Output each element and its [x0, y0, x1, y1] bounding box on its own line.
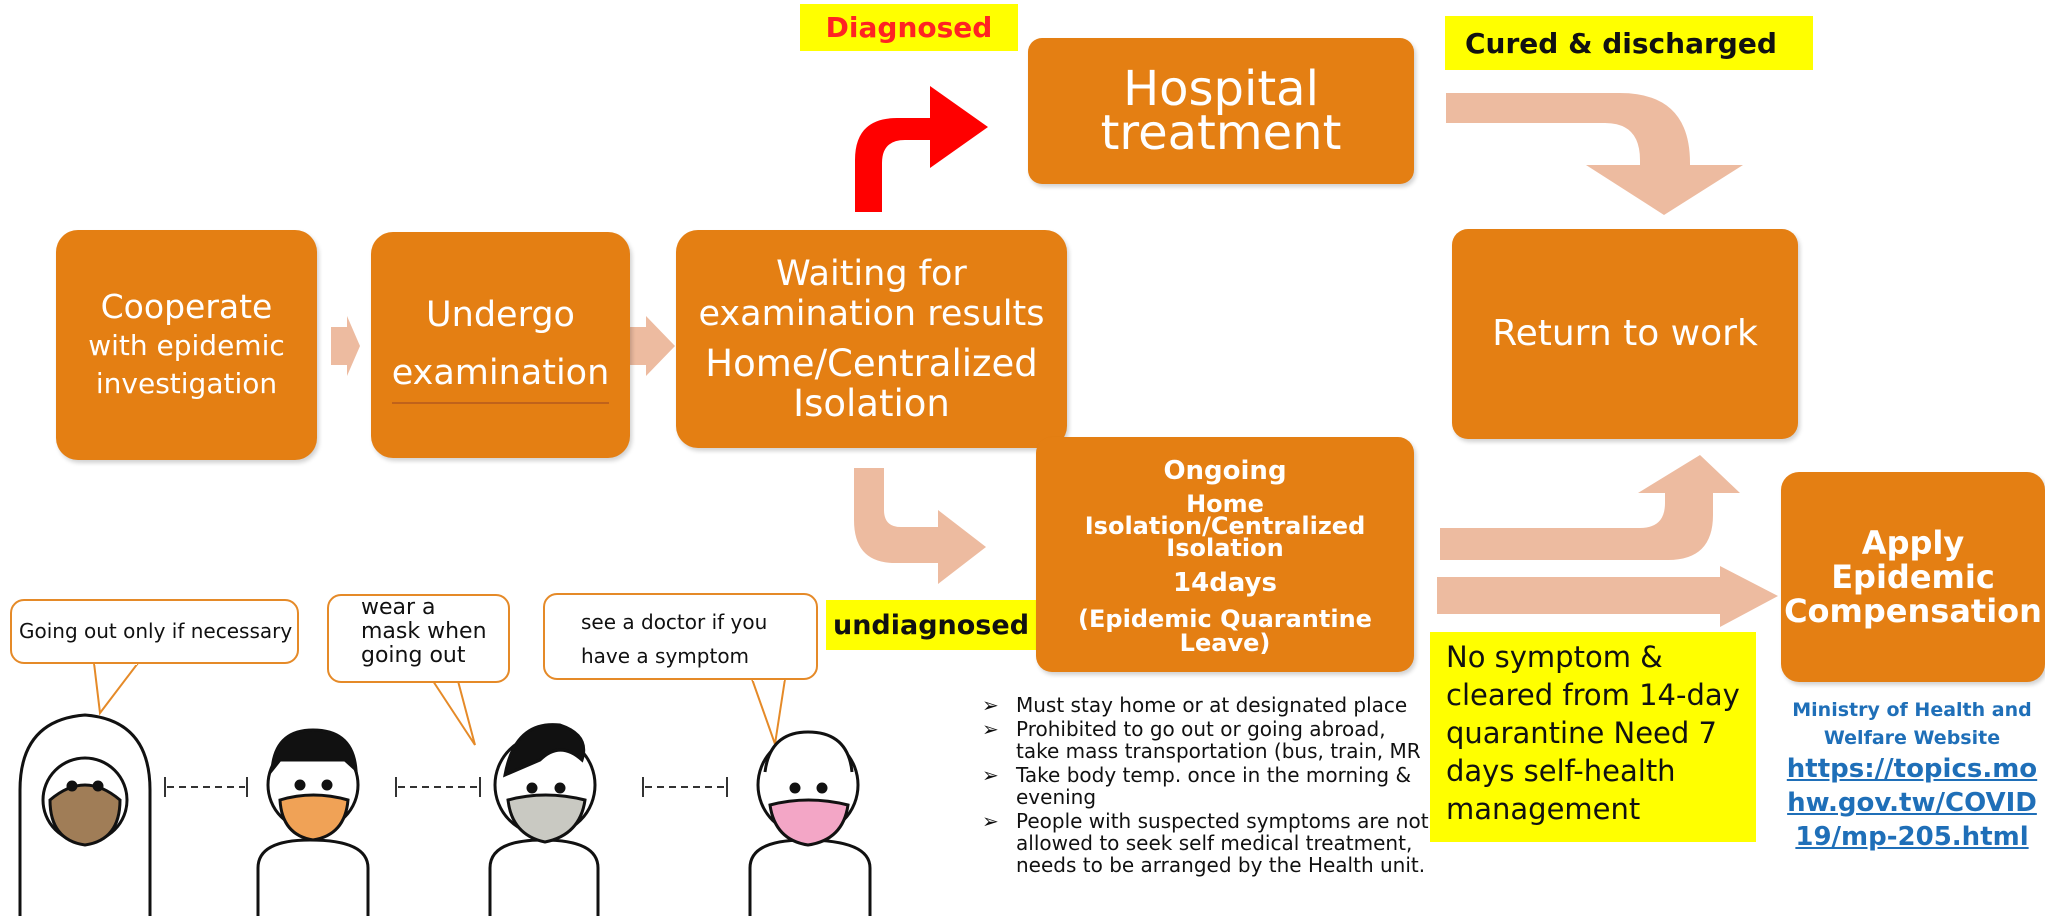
ongoing-line6: (Epidemic Quarantine [1078, 604, 1372, 633]
undergo-box: Undergo examination [371, 232, 630, 458]
cooperate-line1: Cooperate [100, 287, 273, 326]
arrow-cooperate-to-undergo [331, 316, 360, 376]
bullet-arrow-icon: ➢ [982, 763, 999, 787]
arrow-diagnosed [855, 86, 988, 212]
bullet-arrow-icon: ➢ [982, 809, 999, 833]
compensation-line3: Compensation [1784, 592, 2042, 630]
symptom-note: No symptom & cleared from 14-day quarant… [1430, 632, 1756, 842]
arrow-waiting-to-ongoing [854, 468, 986, 584]
rule-item: ➢ Prohibited to go out or going abroad, t… [980, 718, 1435, 762]
compensation-box: Apply Epidemic Compensation [1781, 472, 2045, 682]
person-pink-mask-icon [748, 730, 872, 916]
rule-item: ➢ Must stay home or at designated place [980, 694, 1435, 716]
return-line1: Return to work [1492, 313, 1758, 354]
bubble-wear-mask: wear a mask when going out [327, 594, 510, 683]
waiting-line1: Waiting for [776, 254, 967, 294]
bubble-doctor-line1: see a doctor if you [581, 610, 768, 634]
undergo-line1: Undergo [426, 295, 575, 335]
arrow-ongoing-to-return [1440, 455, 1740, 560]
cooperate-line3: investigation [95, 367, 278, 400]
person-short-hair-icon [256, 728, 370, 916]
person-side-hair-icon [488, 723, 600, 916]
hospital-line2: treatment [1100, 105, 1342, 161]
rule-text: Take body temp. once in the morning & ev… [1016, 763, 1412, 809]
waiting-line3: Home/Centralized [705, 342, 1038, 385]
ongoing-line3: Isolation/Centralized [1084, 511, 1366, 540]
ongoing-line2: Home [1186, 489, 1264, 518]
undergo-line2: examination [391, 344, 610, 404]
cooperate-box: Cooperate with epidemic investigation [56, 230, 317, 460]
diagnosed-label: Diagnosed [800, 4, 1018, 51]
rule-text: People with suspected symptoms are not a… [1016, 809, 1429, 877]
rule-item: ➢ People with suspected symptoms are not … [980, 810, 1435, 876]
ongoing-line1: Ongoing [1163, 455, 1287, 486]
quarantine-rules-list: ➢ Must stay home or at designated place ➢… [980, 694, 1435, 878]
bullet-arrow-icon: ➢ [982, 693, 999, 717]
hospital-line1: Hospital [1123, 61, 1319, 117]
undiagnosed-label: undiagnosed [826, 600, 1036, 650]
ongoing-line7: Leave) [1179, 628, 1271, 657]
ministry-link-line1: https://topics.mo [1786, 754, 2038, 784]
rule-text: Must stay home or at designated place [1016, 693, 1408, 717]
compensation-line1: Apply [1861, 524, 1965, 562]
rule-text: Prohibited to go out or going abroad, ta… [1016, 717, 1421, 763]
waiting-line4: Isolation [793, 382, 950, 425]
bubble-tails [93, 662, 786, 746]
bullet-arrow-icon: ➢ [982, 717, 999, 741]
waiting-line2: examination results [698, 294, 1045, 334]
ministry-name: Ministry of Health and Welfare Website [1792, 699, 2032, 749]
bubble-see-doctor: see a doctor if you have a symptom [543, 593, 818, 680]
return-to-work-box: Return to work [1452, 229, 1798, 439]
hospital-treatment-box: Hospital treatment [1028, 38, 1414, 184]
rule-item: ➢ Take body temp. once in the morning & e… [980, 764, 1435, 808]
cooperate-line2: with epidemic [88, 329, 285, 362]
ministry-link-line3: 19/mp-205.html [1795, 822, 2029, 852]
ministry-link-line2: hw.gov.tw/COVID [1787, 788, 2037, 818]
bubble-doctor-line2: have a symptom [581, 644, 750, 668]
compensation-line2: Epidemic [1831, 558, 1995, 596]
ministry-link[interactable]: https://topics.mo hw.gov.tw/COVID 19/mp-… [1782, 752, 2042, 854]
arrow-ongoing-to-compensation [1437, 566, 1778, 627]
waiting-box: Waiting for examination results Home/Cen… [676, 230, 1067, 448]
bubble-going-out: Going out only if necessary [10, 599, 299, 664]
ongoing-line4: Isolation [1166, 533, 1284, 562]
ongoing-isolation-box: Ongoing Home Isolation/Centralized Isola… [1036, 437, 1414, 672]
ongoing-line5: 14days [1173, 567, 1277, 598]
arrow-hospital-to-return [1446, 93, 1743, 215]
person-hijab-icon [18, 713, 152, 916]
distance-markers [164, 777, 728, 797]
cured-discharged-label: Cured & discharged [1445, 16, 1813, 70]
arrow-undergo-to-waiting [627, 316, 675, 376]
